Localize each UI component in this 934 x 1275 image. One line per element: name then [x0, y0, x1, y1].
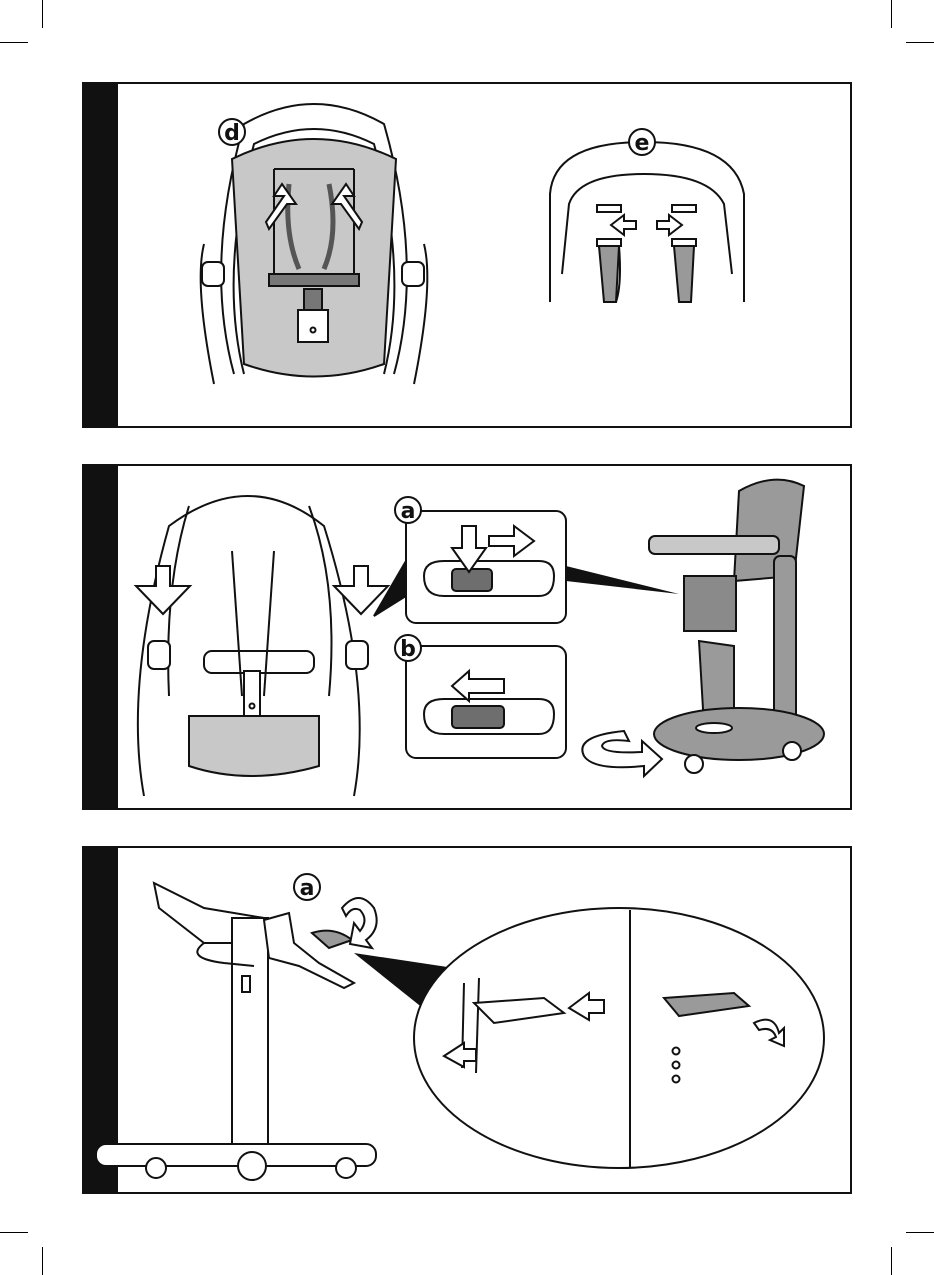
crop-mark-top-right-v — [891, 0, 892, 28]
callout-a-label: a — [401, 499, 416, 524]
callout-d-label: d — [224, 121, 240, 146]
rotate-arrow-icon — [582, 731, 662, 776]
inset-a-illustration — [374, 511, 566, 623]
crop-mark-top-right-h — [906, 42, 934, 43]
panel-3: a — [82, 846, 852, 1194]
callout-a-label-3: a — [300, 876, 315, 901]
crop-mark-top-left-v — [42, 0, 43, 28]
seat-harness-illustration — [201, 104, 428, 384]
panel-2: a b — [82, 464, 852, 810]
headrest-strap-illustration — [550, 142, 744, 302]
highchair-illustration — [649, 480, 824, 773]
crop-mark-bottom-right-v — [891, 1247, 892, 1275]
crop-mark-bottom-left-v — [42, 1247, 43, 1275]
crop-mark-top-left-h — [0, 42, 28, 43]
inset-pointer — [566, 566, 679, 594]
crop-mark-bottom-left-h — [0, 1232, 28, 1233]
footrest-inset-illustration — [414, 908, 824, 1168]
seat-front-illustration — [136, 496, 388, 796]
highchair-side-view — [96, 883, 376, 1180]
callout-b-label: b — [400, 637, 416, 662]
panel-1-illustration: d e — [84, 84, 850, 426]
inset-b-illustration — [406, 646, 566, 758]
panel-1: d e — [82, 82, 852, 428]
callout-e-label: e — [635, 131, 650, 156]
panel-2-illustration: a b — [84, 466, 850, 808]
crop-mark-bottom-right-h — [906, 1232, 934, 1233]
panel-3-illustration: a — [84, 848, 850, 1192]
